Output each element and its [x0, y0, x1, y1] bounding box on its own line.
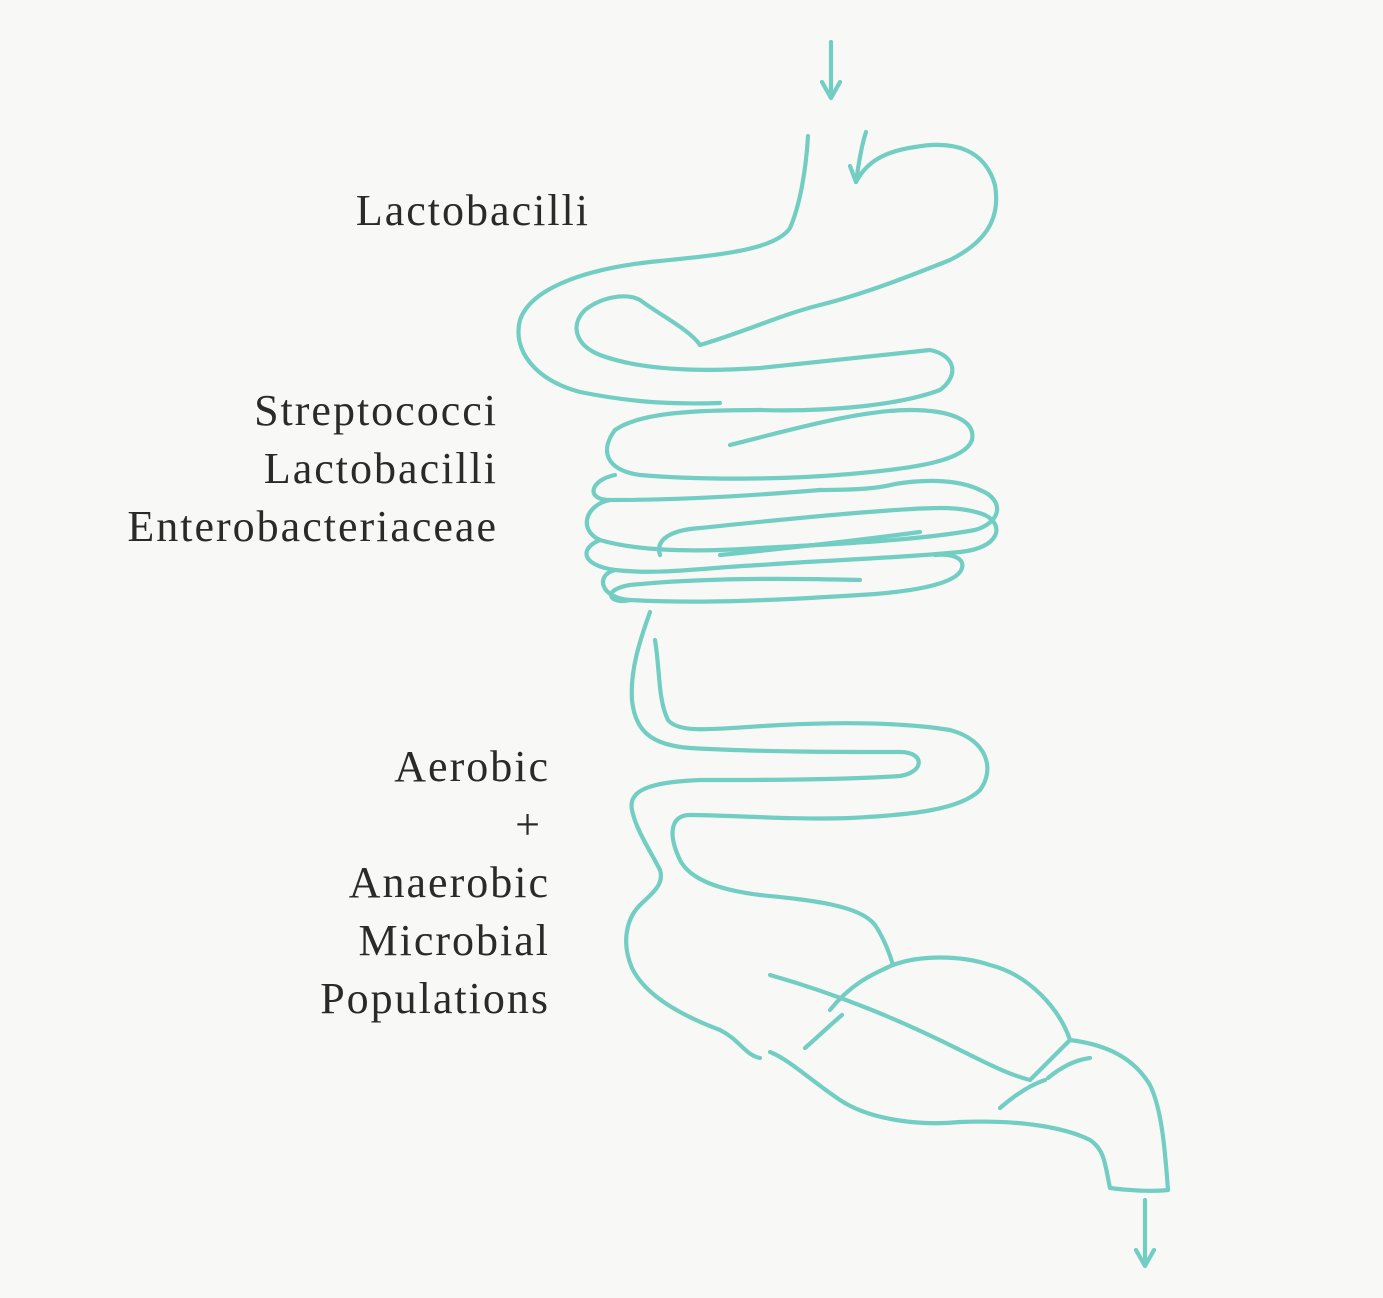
- colon-label-line-4: Microbial: [200, 912, 550, 970]
- small-intestine-label-group: Streptococci Lactobacilli Enterobacteria…: [20, 382, 498, 556]
- ileum-descend-inner: [655, 640, 987, 965]
- colon-label-line-3: Anaerobic: [200, 854, 550, 912]
- colon-label-line-2: +: [200, 796, 550, 854]
- stomach-label-line-1: Lactobacilli: [240, 182, 590, 240]
- small-intestine-label-line-3: Enterobacteriaceae: [20, 498, 498, 556]
- colon-label-line-1: Aerobic: [200, 738, 550, 796]
- small-intestine-label-line-2: Lactobacilli: [20, 440, 498, 498]
- jejunum-coil-4: [586, 508, 996, 572]
- colon-haustra-6: [1048, 1058, 1090, 1078]
- colon-label-line-5: Populations: [200, 970, 550, 1028]
- esophagus-outer: [518, 136, 808, 403]
- colon-haustra-1: [770, 975, 1030, 1080]
- jejunum-coil-5: [720, 532, 920, 555]
- ileum-descend-outer: [626, 612, 919, 1058]
- jejunum-coil-1: [607, 410, 972, 479]
- colon-haustra-2: [830, 965, 893, 1010]
- colon-label-group: Aerobic + Anaerobic Microbial Population…: [200, 738, 550, 1028]
- colon-haustra-3: [805, 1015, 842, 1048]
- stomach-label-group: Lactobacilli: [240, 182, 590, 240]
- colon-haustra-5: [1000, 1080, 1045, 1108]
- stomach-curl: [850, 166, 856, 182]
- stomach-lesser-curve: [700, 132, 996, 345]
- small-intestine-label-line-1: Streptococci: [20, 382, 498, 440]
